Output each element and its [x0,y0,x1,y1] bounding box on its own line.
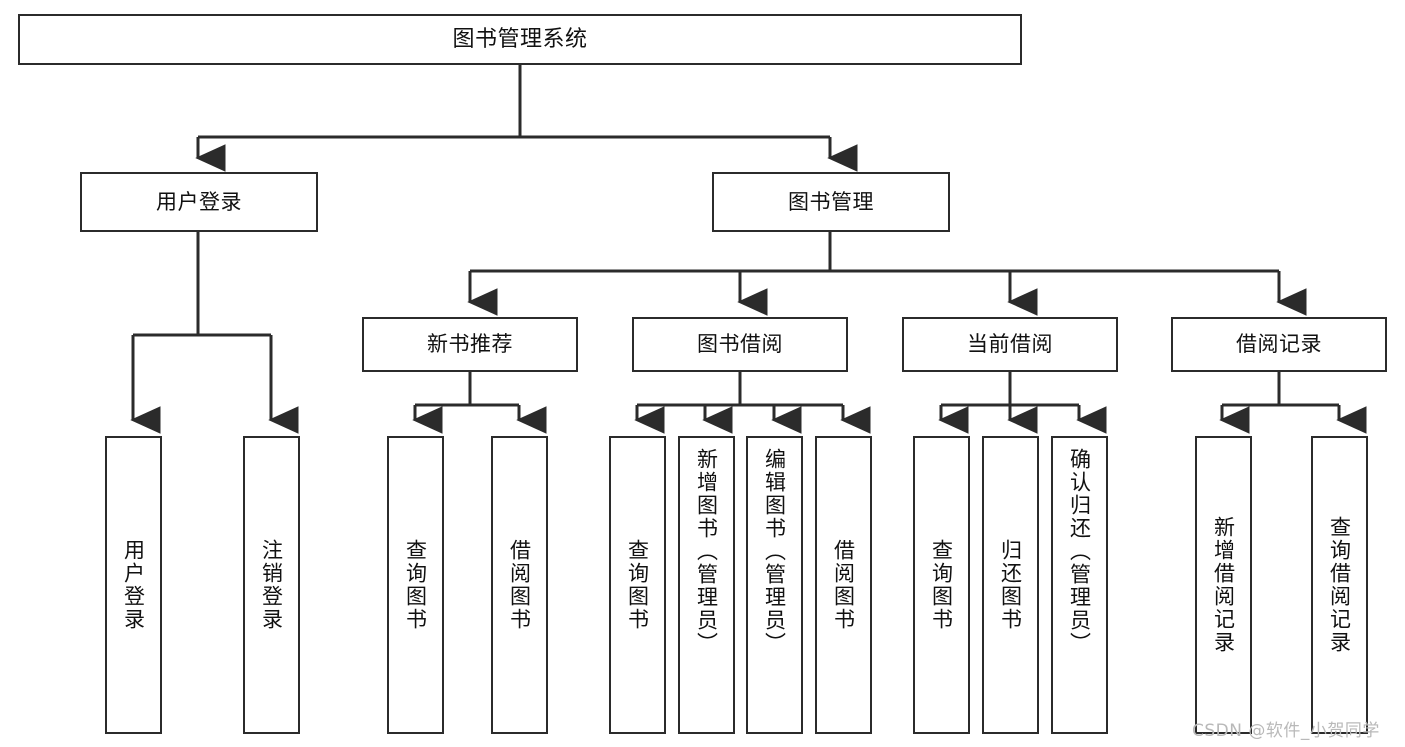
leaf-borrow-add-book-admin[interactable]: 新增图书（管理员） [678,436,735,734]
node-label: 查询图书 [625,539,650,631]
node-root-system[interactable]: 图书管理系统 [18,14,1022,65]
node-label: 图书管理 [788,189,874,214]
node-label: 图书管理系统 [452,26,588,52]
node-user-login[interactable]: 用户登录 [80,172,318,232]
node-label: 编辑图书（管理员） [762,448,787,655]
watermark: CSDN @软件_小贺同学 [1192,721,1380,741]
node-label: 查询借阅记录 [1327,516,1352,654]
node-label: 查询图书 [403,539,428,631]
node-label: 当前借阅 [967,332,1053,357]
node-book-borrow[interactable]: 图书借阅 [632,317,848,372]
node-new-book-recommend[interactable]: 新书推荐 [362,317,578,372]
node-label: 借阅记录 [1236,332,1322,357]
node-label: 确认归还（管理员） [1067,448,1092,655]
node-label: 归还图书 [998,539,1023,631]
node-label: 借阅图书 [507,539,532,631]
leaf-borrow-edit-book-admin[interactable]: 编辑图书（管理员） [746,436,803,734]
node-label: 新书推荐 [427,332,513,357]
node-current-borrow[interactable]: 当前借阅 [902,317,1118,372]
node-label: 用户登录 [156,189,242,214]
node-borrow-record[interactable]: 借阅记录 [1171,317,1387,372]
leaf-record-add-record[interactable]: 新增借阅记录 [1195,436,1252,734]
node-label: 注销登录 [259,539,284,631]
leaf-borrow-borrow-book[interactable]: 借阅图书 [815,436,872,734]
node-label: 图书借阅 [697,332,783,357]
node-book-management[interactable]: 图书管理 [712,172,950,232]
leaf-current-query-book[interactable]: 查询图书 [913,436,970,734]
leaf-record-query-record[interactable]: 查询借阅记录 [1311,436,1368,734]
node-label: 新增借阅记录 [1211,516,1236,654]
leaf-user-logout[interactable]: 注销登录 [243,436,300,734]
leaf-recommend-borrow-book[interactable]: 借阅图书 [491,436,548,734]
node-label: 新增图书（管理员） [694,448,719,655]
node-label: 借阅图书 [831,539,856,631]
leaf-borrow-query-book[interactable]: 查询图书 [609,436,666,734]
leaf-user-login[interactable]: 用户登录 [105,436,162,734]
node-label: 查询图书 [929,539,954,631]
leaf-recommend-query-book[interactable]: 查询图书 [387,436,444,734]
node-label: 用户登录 [121,539,146,631]
leaf-current-confirm-return-admin[interactable]: 确认归还（管理员） [1051,436,1108,734]
leaf-current-return-book[interactable]: 归还图书 [982,436,1039,734]
